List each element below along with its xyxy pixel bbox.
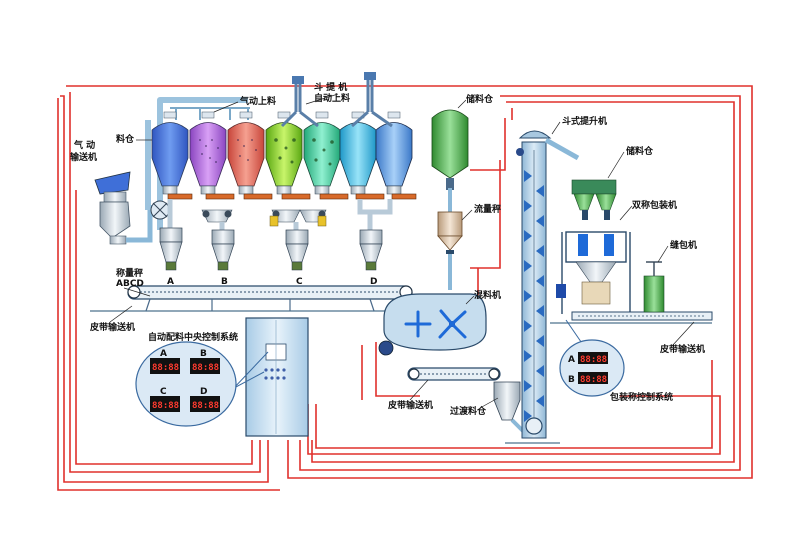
label-storage-bin-right: 储料仓: [626, 145, 654, 157]
twin-packer: [556, 231, 631, 314]
control-panel-c: C: [160, 387, 167, 397]
belt-conveyor-bottom: [407, 367, 501, 381]
discharge-pipes: [167, 199, 393, 230]
control-panel-b: B: [200, 349, 207, 359]
packing-panel-a: A: [568, 355, 575, 365]
label-sewing-machine: 缝包机: [670, 239, 697, 251]
control-panel-readout-c: 88:88: [152, 401, 179, 411]
flow-scale: [437, 211, 463, 254]
bucket-feed-elevators: [280, 78, 393, 128]
label-bucket-feed-line2: 自动上料: [314, 92, 350, 104]
storage-bin-top: [431, 109, 469, 190]
packing-panel-readout-b: 88:88: [580, 375, 607, 385]
label-central-control: 自动配料中央控制系统: [148, 331, 238, 343]
scale-b: [211, 229, 235, 271]
label-scale-c: C: [296, 277, 303, 287]
label-bucket-feed-line1: 斗 提 机: [314, 81, 347, 93]
central-control-cabinet: [245, 317, 309, 437]
control-panel-readout-b: 88:88: [192, 363, 219, 373]
scale-a: [159, 227, 183, 271]
label-pneumatic-feed: 气动上料: [239, 95, 276, 107]
label-scale-b: B: [221, 277, 228, 287]
control-wiring: [57, 85, 753, 491]
control-panel-callout: [135, 341, 269, 427]
control-panel-readout-d: 88:88: [192, 401, 219, 411]
label-silo: 料仓: [116, 133, 135, 145]
label-weigh-scale-line2: ABCD: [116, 279, 144, 289]
label-flow-scale: 流量秤: [474, 203, 501, 215]
label-belt-conveyor-bottom: 皮带输送机: [387, 399, 433, 411]
silo-red: [227, 122, 265, 195]
ground-lines: [90, 310, 712, 444]
label-belt-conveyor-right: 皮带输送机: [659, 343, 705, 355]
mixer: [378, 293, 487, 356]
label-weigh-scale-line1: 称量秤: [116, 267, 143, 279]
transition-bin: [493, 381, 526, 434]
control-panel-a: A: [160, 349, 167, 359]
label-pneumatic-conveyor-line2: 输送机: [70, 151, 97, 163]
label-group: 气 动 输送机 料仓 气动上料 斗 提 机 自动上料 储料仓 流量秤 混料机 斗…: [70, 81, 705, 417]
silo-teal: [303, 122, 341, 195]
scale-d: [359, 229, 383, 271]
silo-purple: [189, 122, 227, 195]
silo-bank: [151, 111, 413, 195]
label-bucket-elevator: 斗式提升机: [562, 115, 607, 127]
control-panel-readout-a: 88:88: [152, 363, 179, 373]
storage-bin-right: [571, 179, 617, 220]
bucket-elevator: [516, 130, 580, 439]
scale-c: [285, 229, 309, 271]
weigh-scales: [159, 227, 383, 271]
label-belt-conveyor-left: 皮带输送机: [89, 321, 135, 333]
label-transition-bin: 过渡料仓: [450, 405, 487, 417]
control-panel-d: D: [200, 387, 207, 397]
packing-panel-readout-a: 88:88: [580, 355, 607, 365]
silo-discharge: [167, 193, 417, 200]
packing-panel-b: B: [568, 375, 575, 385]
label-scale-a: A: [167, 277, 174, 287]
sewing-machine: [643, 261, 665, 313]
pneumatic-pipe: [145, 97, 248, 230]
silo-blue: [151, 122, 189, 195]
label-mixer: 混料机: [474, 289, 501, 301]
pneumatic-conveyor: [94, 171, 153, 245]
bag-conveyor: [571, 311, 713, 321]
silo-cyan: [339, 122, 377, 195]
packing-control-panel: [559, 319, 625, 397]
label-leaders: [109, 93, 695, 409]
silo-green: [265, 122, 303, 195]
label-pneumatic-conveyor-line1: 气 动: [73, 139, 95, 151]
label-packing-control: 包装称控制系统: [609, 391, 673, 403]
silo-blue-light: [375, 122, 413, 195]
label-storage-bin-top: 储料仓: [466, 93, 494, 105]
label-scale-d: D: [370, 277, 377, 287]
feeder-units: [201, 209, 327, 227]
label-twin-packer: 双称包装机: [632, 199, 677, 211]
belt-conveyor-main: [127, 285, 413, 312]
